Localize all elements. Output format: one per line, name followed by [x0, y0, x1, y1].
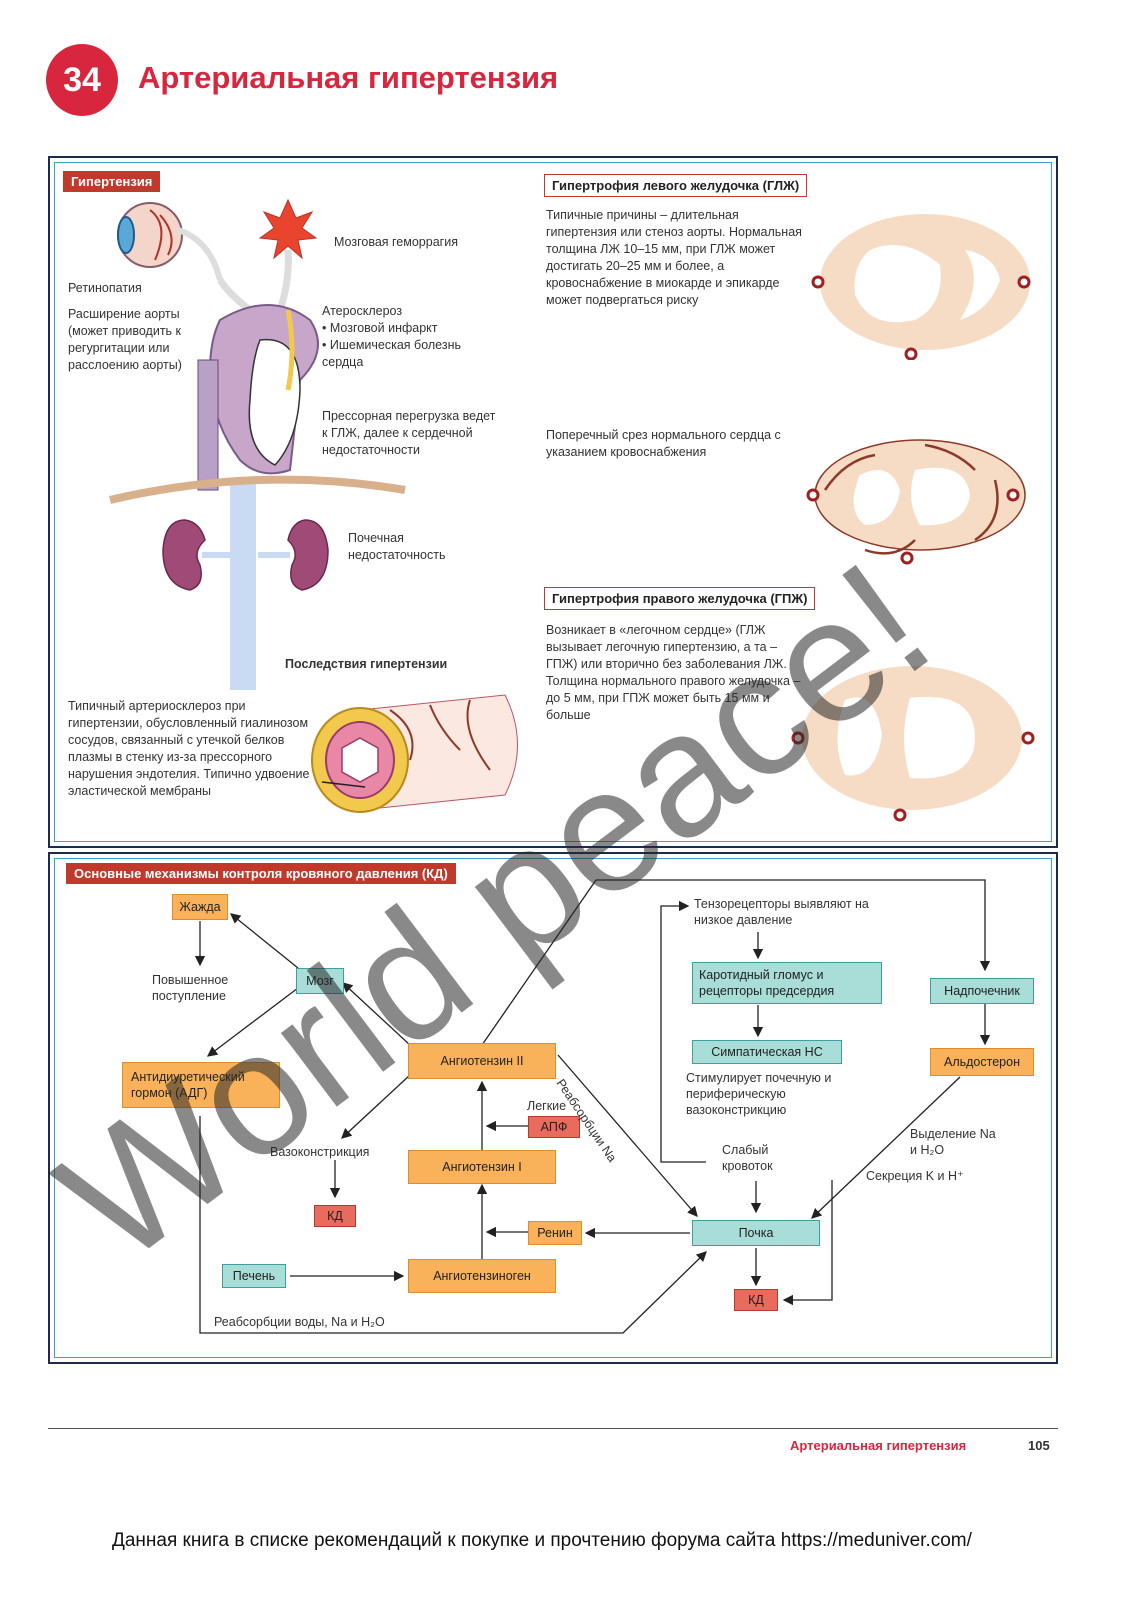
carotid-box: Каротидный гломус и рецепторы предсердия — [692, 962, 882, 1004]
renal-failure-label: Почечная недостаточность — [348, 531, 446, 562]
increased-intake-label: Повышенное поступление — [152, 973, 229, 1003]
page-number: 105 — [1028, 1438, 1050, 1453]
footer-running-title: Артериальная гипертензия — [790, 1438, 967, 1453]
kidney-icon — [162, 519, 329, 591]
chapter-number-badge: 34 — [46, 44, 118, 116]
secretion-label: Секреция K и H⁺ — [866, 1169, 964, 1183]
vasoconstriction-label: Вазоконстрикция — [270, 1145, 370, 1159]
bp-control-tab: Основные механизмы контроля кровяного да… — [66, 863, 456, 884]
atherosclerosis-title: Атеросклероз — [322, 304, 403, 318]
hypertension-anatomy-illustration — [109, 198, 518, 813]
stimulates-label: Стимулирует почечную и периферическую ва… — [686, 1071, 832, 1117]
rvh-text: Возникает в «легочном сердце» (ГЛЖ вызыв… — [546, 623, 801, 722]
excretion-label: Выделение Na и H₂O — [910, 1127, 996, 1157]
angiotensin-1-box: Ангиотензин I — [408, 1150, 556, 1184]
lvh-heart-section — [811, 214, 1031, 360]
angiotensin-2-box: Ангиотензин II — [408, 1043, 556, 1079]
adrenal-box: Надпочечник — [930, 978, 1034, 1004]
chapter-title: Артериальная гипертензия — [138, 60, 559, 95]
heart-icon — [197, 304, 319, 491]
lvh-title: Гипертрофия левого желудочка (ГЛЖ) — [544, 174, 808, 197]
kidney-box: Почка — [692, 1220, 820, 1246]
artery-cross-section-icon — [311, 694, 518, 813]
adh-box: Антидиуретический гормон (АДГ) — [122, 1062, 280, 1108]
atherosclerosis-item-2: • Ишемическая болезнь сердца — [322, 338, 461, 369]
weak-flow-label: Слабый кровоток — [722, 1143, 773, 1173]
thirst-box: Жажда — [172, 894, 228, 920]
sympathetic-box: Симпатическая НС — [692, 1040, 842, 1064]
cross-section-label: Поперечный срез нормального сердца с ука… — [546, 428, 781, 459]
brain-box: Мозг — [296, 968, 344, 994]
angiotensinogen-box: Ангиотензиноген — [408, 1259, 556, 1293]
eye-icon — [117, 202, 223, 281]
atherosclerosis-item-1: • Мозговой инфаркт — [322, 321, 438, 335]
arteriosclerosis-label: Типичный артериосклероз при гипертензии,… — [68, 699, 310, 798]
bp-box-right: КД — [734, 1289, 778, 1311]
baroreceptors-label: Тензорецепторы выявляют на низкое давлен… — [694, 897, 869, 927]
rvh-title: Гипертрофия правого желудочка (ГПЖ) — [544, 587, 816, 610]
renin-box: Ренин — [528, 1221, 582, 1245]
hemorrhage-label: Мозговая геморрагия — [334, 235, 458, 249]
aorta-dilation-label: Расширение аорты (может приводить к регу… — [68, 307, 182, 372]
lvh-text: Типичные причины – длительная гипертензи… — [546, 208, 802, 307]
normal-heart-cross-section — [806, 439, 1026, 565]
liver-box: Печень — [222, 1264, 286, 1288]
footer-divider — [48, 1428, 1058, 1429]
ace-box: АПФ — [528, 1116, 580, 1138]
hypertension-tab: Гипертензия — [63, 171, 161, 192]
bp-box-left: КД — [314, 1205, 356, 1227]
rvh-heart-section — [791, 666, 1035, 822]
lungs-label: Легкие — [527, 1099, 567, 1113]
aldosterone-box: Альдостерон — [930, 1048, 1034, 1076]
recommendation-note: Данная книга в списке рекомендаций к пок… — [112, 1530, 972, 1551]
retinopathy-label: Ретинопатия — [68, 281, 142, 295]
hemorrhage-icon — [258, 198, 318, 260]
consequences-label: Последствия гипертензии — [285, 657, 448, 671]
water-reabsorption-label: Реабсорбции воды, Na и H₂O — [214, 1315, 385, 1329]
pressure-overload-label: Прессорная перегрузка ведет к ГЛЖ, далее… — [322, 409, 496, 457]
